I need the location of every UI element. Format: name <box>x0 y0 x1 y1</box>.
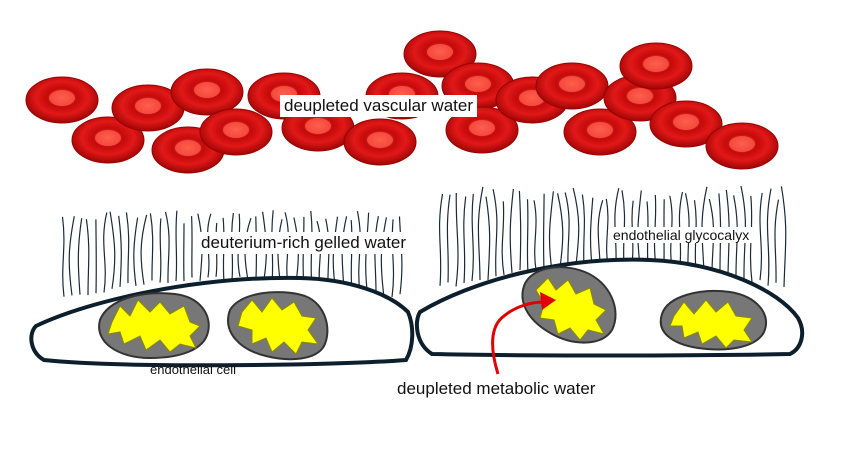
glycocalyx-fiber <box>533 200 537 270</box>
red-blood-cell <box>705 122 779 170</box>
glycocalyx-fiber <box>501 201 505 276</box>
glycocalyx-fiber <box>109 211 116 289</box>
glycocalyx-fiber <box>175 210 178 282</box>
red-blood-cell <box>170 68 244 116</box>
glycocalyx-fiber <box>118 215 122 287</box>
glycocalyx-fiber <box>589 197 594 266</box>
glycocalyx-fiber <box>759 192 763 281</box>
glycocalyx-fiber <box>526 199 529 274</box>
glycocalyx-fiber <box>85 219 90 296</box>
glycocalyx-fiber <box>350 219 353 293</box>
glycocalyx-fiber <box>597 200 604 263</box>
glycocalyx-fiber <box>159 218 162 283</box>
metabolic-water-label: deupleted metabolic water <box>397 379 596 398</box>
glycocalyx-fiber <box>605 198 609 266</box>
glycocalyx-fiber <box>492 189 498 277</box>
vascular-water-label: deupleted vascular water <box>280 95 478 117</box>
glycocalyx-fiber <box>766 188 772 286</box>
glycocalyx-fiber <box>471 193 474 282</box>
glycocalyx-fiber <box>518 190 522 271</box>
red-blood-cell <box>403 30 477 78</box>
glycocalyx-fiber <box>398 216 403 295</box>
glycocalyx-fiber <box>365 212 370 298</box>
glycocalyx-fiber <box>125 212 130 284</box>
glycocalyx-fiber <box>380 217 387 298</box>
red-blood-cell <box>563 108 637 156</box>
glycocalyx-fiber <box>542 193 545 271</box>
glycocalyx-fiber <box>149 213 154 281</box>
glycocalyx-fiber <box>68 216 75 296</box>
glycocalyx-fiber <box>140 214 148 285</box>
red-blood-cell <box>649 100 723 148</box>
glycocalyx-fiber <box>581 194 585 268</box>
glycocalyx-fiber <box>774 199 780 283</box>
red-blood-cell <box>25 76 99 124</box>
glycocalyx-fiber <box>77 218 83 295</box>
glycocalyx-fiber <box>391 219 395 298</box>
gelled-water-label: deuterium-rich gelled water <box>197 232 411 254</box>
red-blood-cell <box>619 42 693 90</box>
endothelial-cell-label: endothelial cell <box>150 362 237 377</box>
glycocalyx-fiber <box>614 187 620 264</box>
mitochondrion-2 <box>227 291 329 361</box>
glycocalyx-fiber <box>374 216 379 298</box>
red-blood-cells <box>25 30 779 174</box>
glycocalyx-fiber <box>133 217 139 286</box>
glycocalyx-fiber <box>572 187 580 266</box>
mitochondrion-3 <box>521 266 617 344</box>
glycocalyx-fiber <box>341 216 348 291</box>
glycocalyx-label: endothelial glycocalyx <box>610 227 753 244</box>
red-blood-cell <box>535 62 609 110</box>
red-blood-cell <box>445 106 519 154</box>
glycocalyx-fiber <box>780 186 787 287</box>
glycocalyx-fiber <box>455 193 459 287</box>
red-blood-cell <box>71 116 145 164</box>
metabolic-water-arrow <box>491 292 556 375</box>
glycocalyx-fiber <box>103 212 108 293</box>
red-blood-cell <box>111 84 185 132</box>
mitochondrion-4 <box>659 290 767 351</box>
red-blood-cell <box>199 108 273 156</box>
glycocalyx-fiber <box>548 191 554 272</box>
glycocalyx-fiber <box>485 196 491 280</box>
glycocalyx-fiber <box>557 193 564 268</box>
glycocalyx-fiber <box>446 194 451 283</box>
glycocalyx-fiber <box>509 188 514 273</box>
glycocalyx-fiber <box>438 193 444 286</box>
red-blood-cell <box>343 118 417 166</box>
mitochondrion-1 <box>98 292 210 360</box>
glycocalyx-fiber <box>477 186 484 281</box>
glycocalyx-fiber <box>564 192 570 269</box>
glycocalyx-fiber <box>164 211 170 283</box>
glycocalyx-fiber <box>61 216 65 297</box>
glycocalyx-fiber <box>463 196 467 283</box>
